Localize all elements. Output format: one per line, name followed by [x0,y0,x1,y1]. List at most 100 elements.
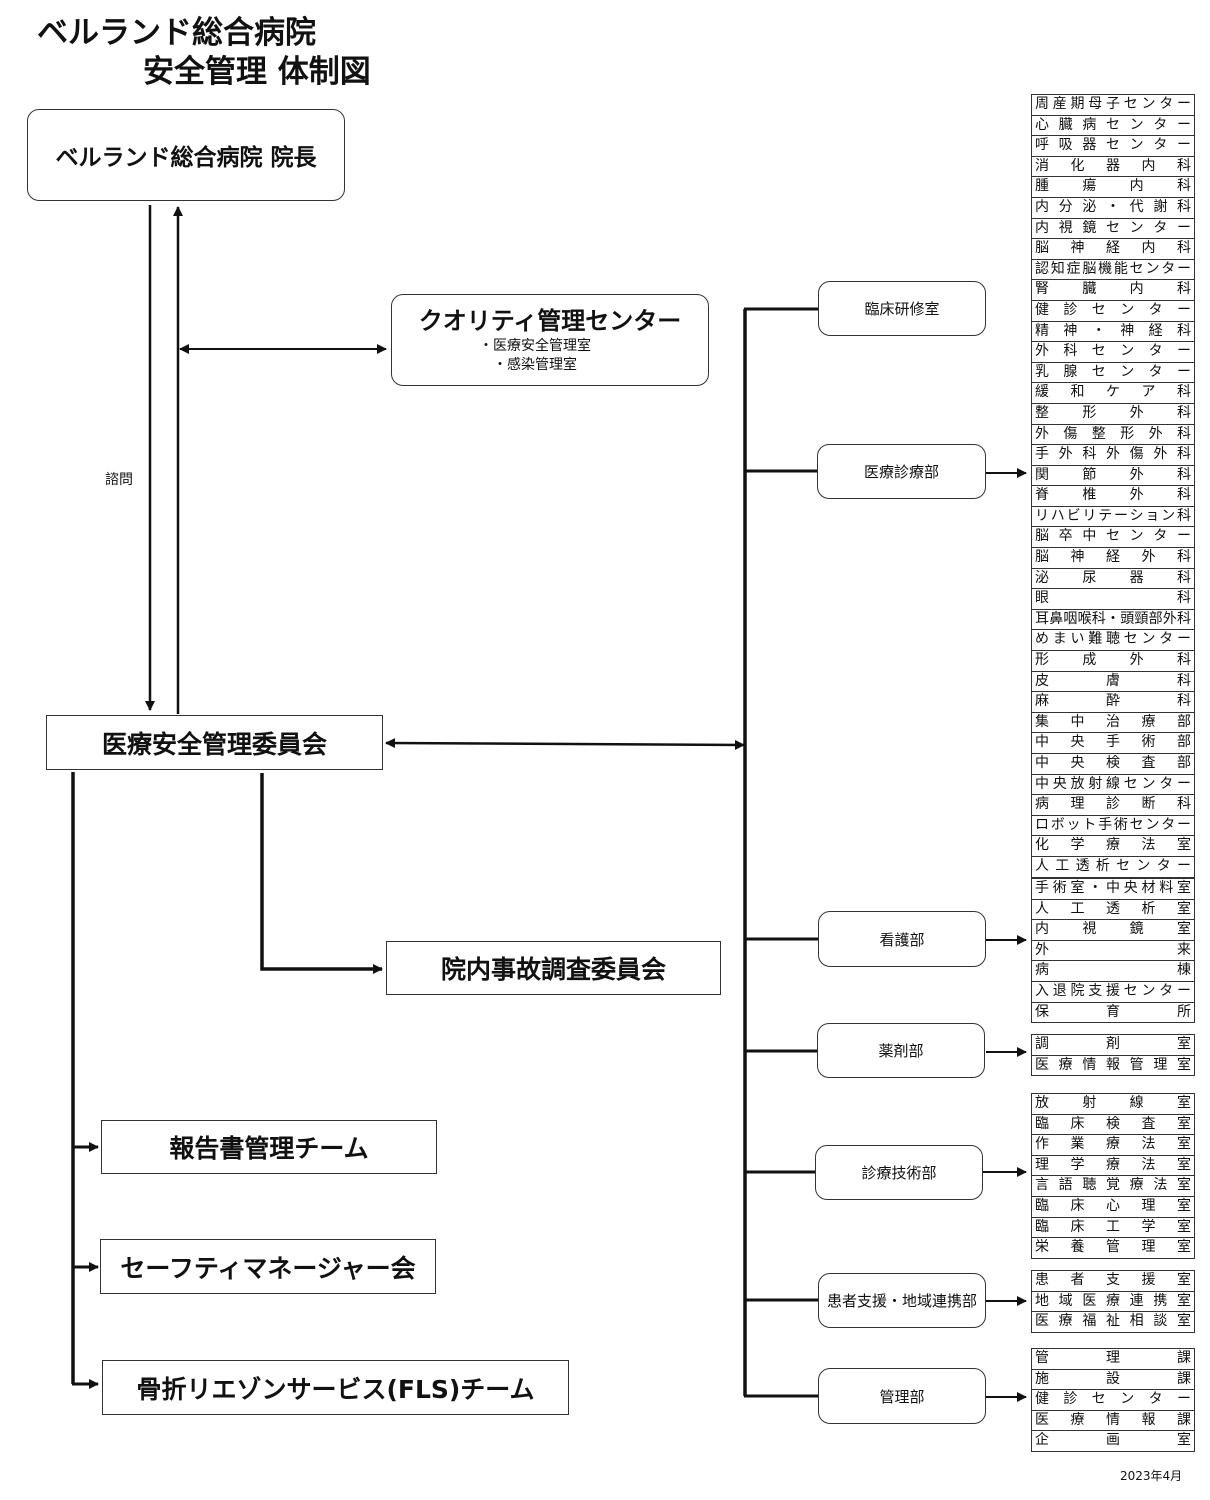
list-item: 健診センター [1032,301,1194,322]
admin-list: 管理課施設課健診センター医療情報課企画室 [1031,1348,1195,1452]
list-item: 内視鏡室 [1032,920,1194,941]
list-item: 中央放射線センター [1032,775,1194,796]
team-box: 骨折リエゾンサービス(FLS)チーム [102,1360,569,1415]
list-item: 医療情報管理室 [1035,1056,1191,1073]
list-item: 中央検査部 [1032,754,1194,775]
dept-label: 薬剤部 [878,1042,924,1060]
list-item: 呼吸器センター [1032,136,1194,157]
dept-label: 管理部 [879,1387,925,1406]
list-item: 手外科外傷外科 [1032,445,1194,466]
director-box: ベルランド総合病院 院長 [27,109,345,201]
list-item: 管理課 [1032,1349,1194,1370]
list-item: 人工透析センター [1032,857,1194,878]
list-item: 脳卒中センター [1032,527,1194,549]
team-label: セーフティマネージャー会 [120,1253,416,1283]
committee-trunk-arrow [385,738,745,750]
dept-patient: 患者支援・地域連携部 [818,1273,986,1328]
technical-list: 放射線室臨床検査室作業療法室理学療法室言語聴覚療法室臨床心理室臨床工学室栄養管理… [1031,1093,1195,1259]
committee-label: 医療安全管理委員会 [101,729,327,759]
quality-center-item: ・医療安全管理室 [479,338,591,354]
list-item: 消化器内科 [1032,157,1194,178]
list-item: 眼科 [1032,589,1194,610]
dept-nursing: 看護部 [818,911,986,967]
pharmacy-list: 調剤室医療情報管理室 [1031,1034,1195,1077]
dept-label: 看護部 [879,930,925,949]
list-item: 形成外科 [1032,651,1194,672]
list-item: 耳鼻咽喉科・頭頸部外科 [1032,610,1194,631]
list-item: 臨床検査室 [1032,1115,1194,1136]
list-item: 関節外科 [1032,466,1194,487]
list-item: 腫瘍内科 [1032,177,1194,198]
dept-medical: 医療診療部 [817,444,986,499]
dept-pharmacy: 薬剤部 [817,1023,985,1078]
list-item: 臨床心理室 [1032,1197,1194,1218]
list-item: 医療情報課 [1032,1411,1194,1432]
list-item: 心臓病センター [1032,116,1194,137]
list-item: めまい難聴センター [1032,630,1194,652]
dept-label: 診療技術部 [861,1164,937,1182]
dept-label: 臨床研修室 [864,300,940,318]
list-item: 地域医療連携室 [1032,1292,1194,1313]
list-item: 外来 [1032,941,1194,962]
list-item: 周産期母子センター [1032,95,1194,116]
nursing-list: 手術室・中央材料室人工透析室内視鏡室外来病棟入退院支援センター保育所 [1031,878,1195,1024]
team-label: 報告書管理チーム [169,1134,369,1163]
list-item: 認知症脳機能センター [1032,260,1194,281]
list-item: 整形外科 [1032,404,1194,425]
director-label: ベルランド総合病院 院長 [55,145,317,171]
list-item: ロボット手術センター [1032,816,1194,837]
list-item: 言語聴覚療法室 [1032,1176,1194,1197]
title-line2: 安全管理 体制図 [143,54,371,90]
list-item: リハビリテーション科 [1032,507,1194,528]
investigation-arrow [260,773,383,974]
list-item: 外科センター [1032,342,1194,363]
list-item: 健診センター [1032,1390,1194,1411]
quality-center-item: ・感染管理室 [493,357,577,373]
list-item: 病棟 [1032,961,1194,982]
list-item: 手術室・中央材料室 [1032,879,1194,900]
list-item: 脊椎外科 [1032,486,1194,507]
list-item: 病理診断科 [1032,795,1194,816]
list-item: 中央手術部 [1032,733,1194,754]
quality-center-title: クオリティ管理センター [418,307,682,335]
team-box: セーフティマネージャー会 [100,1239,436,1294]
list-item: 精神・神経科 [1032,322,1194,343]
list-item: 脳神経外科 [1032,548,1194,569]
patient-list: 患者支援室地域医療連携室医療福祉相談室 [1031,1270,1195,1333]
investigation-label: 院内事故調査委員会 [440,955,666,984]
dept-technical: 診療技術部 [815,1145,983,1200]
team-box: 報告書管理チーム [101,1120,437,1174]
date-label: 2023年4月 [1120,1469,1183,1483]
list-item: 内視鏡センター [1032,219,1194,240]
list-item: 腎臓内科 [1032,280,1194,301]
dept-label: 患者支援・地域連携部 [826,1292,977,1310]
list-item: 放射線室 [1032,1094,1194,1115]
dept-training: 臨床研修室 [818,281,986,336]
title-line1: ベルランド総合病院 [37,15,316,51]
list-item: 作業療法室 [1032,1135,1194,1156]
team-label: 骨折リエゾンサービス(FLS)チーム [136,1374,535,1404]
list-item: 施設課 [1032,1370,1194,1391]
consult-label: 諮問 [105,472,133,488]
list-item: 脳神経内科 [1032,239,1194,260]
quality-center-box: クオリティ管理センター ・医療安全管理室 ・感染管理室 [391,294,709,386]
committee-box: 医療安全管理委員会 [46,715,383,770]
dept-admin: 管理部 [818,1368,986,1424]
list-item: 泌尿器科 [1032,569,1194,590]
list-item: 化学療法室 [1032,836,1194,857]
list-item: 栄養管理室 [1035,1239,1191,1256]
list-item: 医療福祉相談室 [1035,1313,1191,1330]
list-item: 外傷整形外科 [1032,425,1194,446]
list-item: 麻酔科 [1032,692,1194,713]
list-item: 保育所 [1035,1003,1191,1020]
list-item: 患者支援室 [1032,1271,1194,1292]
list-item: 集中治療部 [1032,713,1194,734]
medical-list: 周産期母子センター心臓病センター呼吸器センター消化器内科腫瘍内科内分泌・代謝科内… [1031,94,1195,899]
list-item: 臨床工学室 [1032,1218,1194,1239]
list-item: 緩和ケア科 [1032,383,1194,404]
list-item: 皮膚科 [1032,672,1194,693]
list-item: 内分泌・代謝科 [1032,198,1194,219]
list-item: 企画室 [1035,1432,1191,1449]
investigation-box: 院内事故調査委員会 [386,941,721,995]
